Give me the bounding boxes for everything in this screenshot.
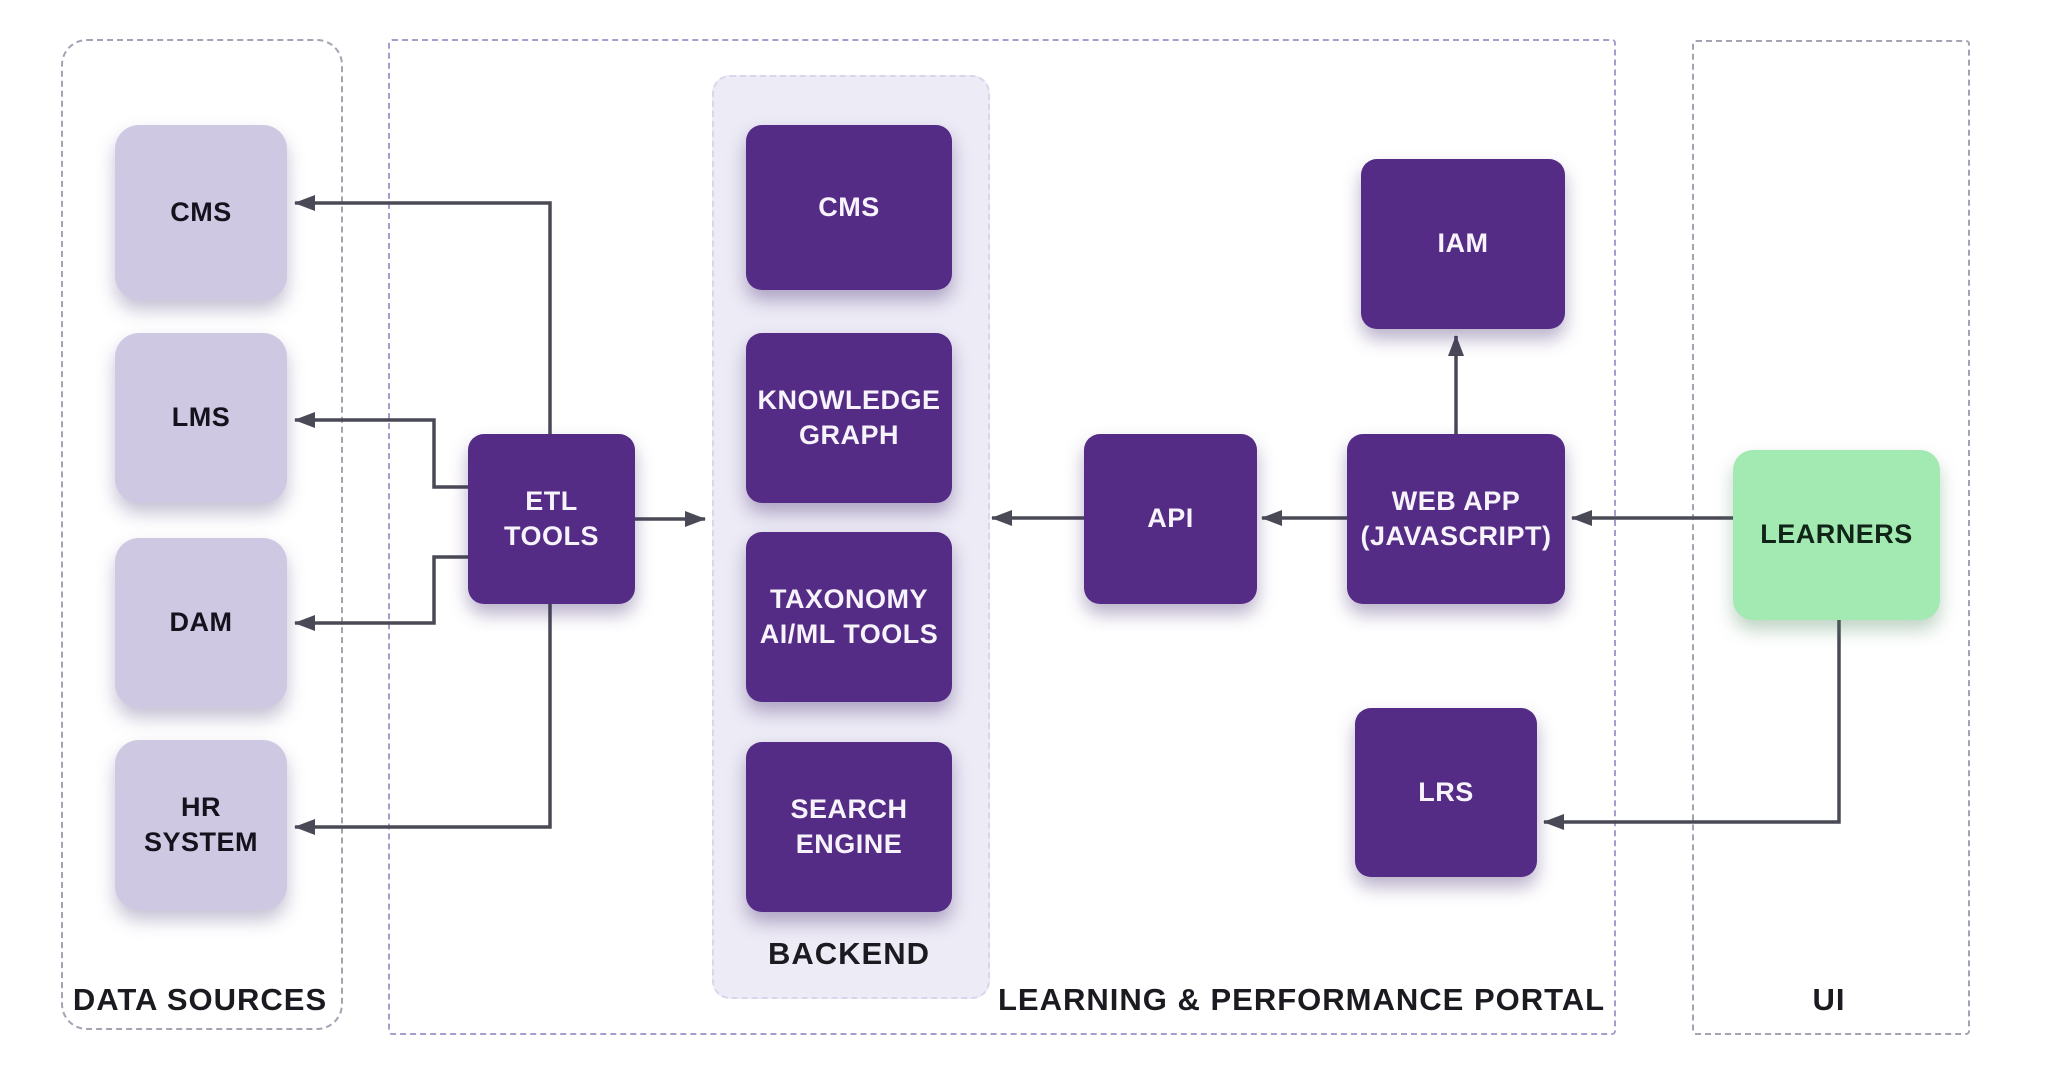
node-knowledge-graph: KNOWLEDGE GRAPH [746, 333, 952, 503]
node-backend-cms: CMS [746, 125, 952, 290]
node-dam: DAM [115, 538, 287, 708]
node-api: API [1084, 434, 1257, 604]
node-knowledge-graph-label: KNOWLEDGE GRAPH [757, 384, 941, 450]
node-taxonomy-aiml-tools-label: TAXONOMY AI/ML TOOLS [759, 583, 939, 649]
node-etl-tools: ETL TOOLS [468, 434, 635, 604]
node-hr-system-label: HR SYSTEM [143, 791, 259, 857]
node-search-engine-label: SEARCH ENGINE [790, 793, 908, 859]
node-cms-source: CMS [115, 125, 287, 300]
node-api-label: API [1147, 503, 1194, 534]
node-iam-label: IAM [1437, 228, 1489, 259]
node-taxonomy-aiml-tools: TAXONOMY AI/ML TOOLS [746, 532, 952, 702]
node-lms-label: LMS [171, 402, 231, 433]
node-backend-cms-label: CMS [818, 191, 880, 222]
data-sources-section-label: DATA SOURCES [72, 982, 328, 1017]
portal-container [388, 39, 1616, 1035]
data-sources-container [61, 39, 343, 1030]
portal-section-label: LEARNING & PERFORMANCE PORTAL [998, 982, 1606, 1017]
node-dam-label: DAM [169, 607, 233, 638]
node-hr-system: HR SYSTEM [115, 740, 287, 910]
node-lrs-label: LRS [1418, 776, 1474, 807]
node-lms: LMS [115, 333, 287, 503]
node-learners-label: LEARNERS [1760, 519, 1913, 550]
ui-container [1692, 40, 1970, 1035]
node-cms-source-label: CMS [170, 196, 232, 227]
node-learners: LEARNERS [1733, 450, 1940, 620]
node-web-app-label: WEB APP (JAVASCRIPT) [1360, 485, 1552, 551]
node-lrs: LRS [1355, 708, 1537, 877]
node-search-engine: SEARCH ENGINE [746, 742, 952, 912]
ui-section-label: UI [1812, 982, 1846, 1017]
backend-section-label: BACKEND [768, 936, 930, 971]
node-iam: IAM [1361, 159, 1565, 329]
node-web-app: WEB APP (JAVASCRIPT) [1347, 434, 1565, 604]
node-etl-tools-label: ETL TOOLS [503, 485, 599, 551]
